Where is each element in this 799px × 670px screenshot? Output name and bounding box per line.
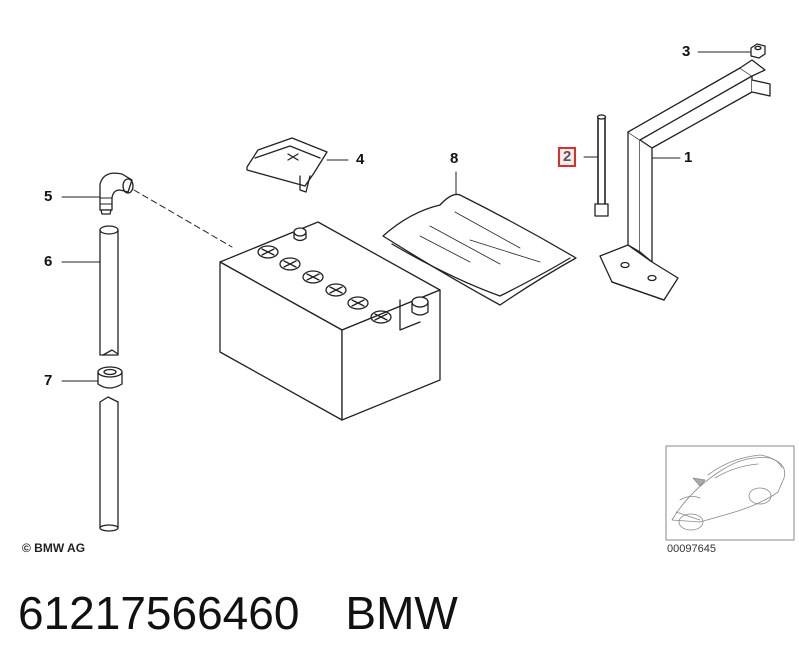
vehicle-thumbnail xyxy=(665,445,795,541)
parts-diagram xyxy=(61,43,795,541)
callout-6: 6 xyxy=(44,253,53,270)
callout-1: 1 xyxy=(684,149,693,166)
battery-pad xyxy=(382,193,577,306)
cover-plate xyxy=(246,137,328,193)
grommet xyxy=(97,366,123,389)
callout-2-highlighted: 2 xyxy=(558,147,577,167)
battery-cell-caps xyxy=(257,245,392,324)
elbow-fitting xyxy=(99,172,134,215)
nut xyxy=(750,43,766,59)
battery-terminals xyxy=(293,227,429,316)
callout-8: 8 xyxy=(450,150,459,167)
leader-lines xyxy=(61,51,751,382)
vent-line xyxy=(133,189,233,248)
battery xyxy=(219,221,441,421)
bracket xyxy=(599,59,771,301)
copyright-label: © BMW AG xyxy=(22,541,86,555)
footer-caption: 61217566460 BMW xyxy=(18,586,458,640)
bolt xyxy=(594,114,609,217)
callout-7: 7 xyxy=(44,372,53,389)
part-number: 61217566460 xyxy=(18,587,300,639)
vent-hose-lower xyxy=(99,396,119,532)
brand-name: BMW xyxy=(345,587,458,639)
diagram-number: 00097645 xyxy=(667,543,716,555)
callout-5: 5 xyxy=(44,188,53,205)
callout-3: 3 xyxy=(682,43,691,60)
callout-4: 4 xyxy=(356,151,365,168)
vent-hose-upper xyxy=(99,225,119,356)
